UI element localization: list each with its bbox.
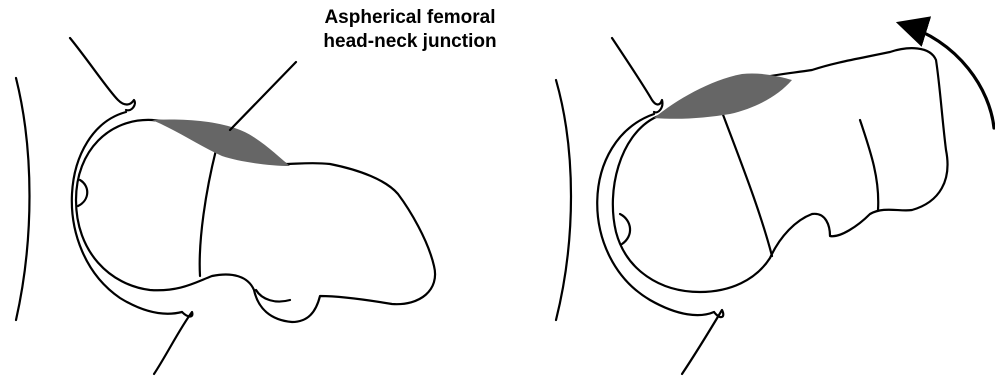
annotation-line-2: head-neck junction	[290, 30, 530, 54]
annotation-line-1: Aspherical femoral	[290, 6, 530, 30]
label-leader-line	[230, 62, 296, 130]
pelvis-outer-curve-right	[556, 80, 571, 320]
panel-rotated	[556, 24, 994, 374]
acetabular-rim-upper-left	[70, 38, 135, 110]
acetabular-rim-lower-right	[682, 310, 723, 374]
annotation-label: Aspherical femoral head-neck junction	[290, 6, 530, 54]
pelvis-outer-curve-left	[16, 78, 30, 320]
acetabular-rim-upper-right	[612, 38, 662, 112]
panel-neutral	[16, 38, 435, 374]
acetabular-rim-lower-left	[154, 312, 192, 374]
